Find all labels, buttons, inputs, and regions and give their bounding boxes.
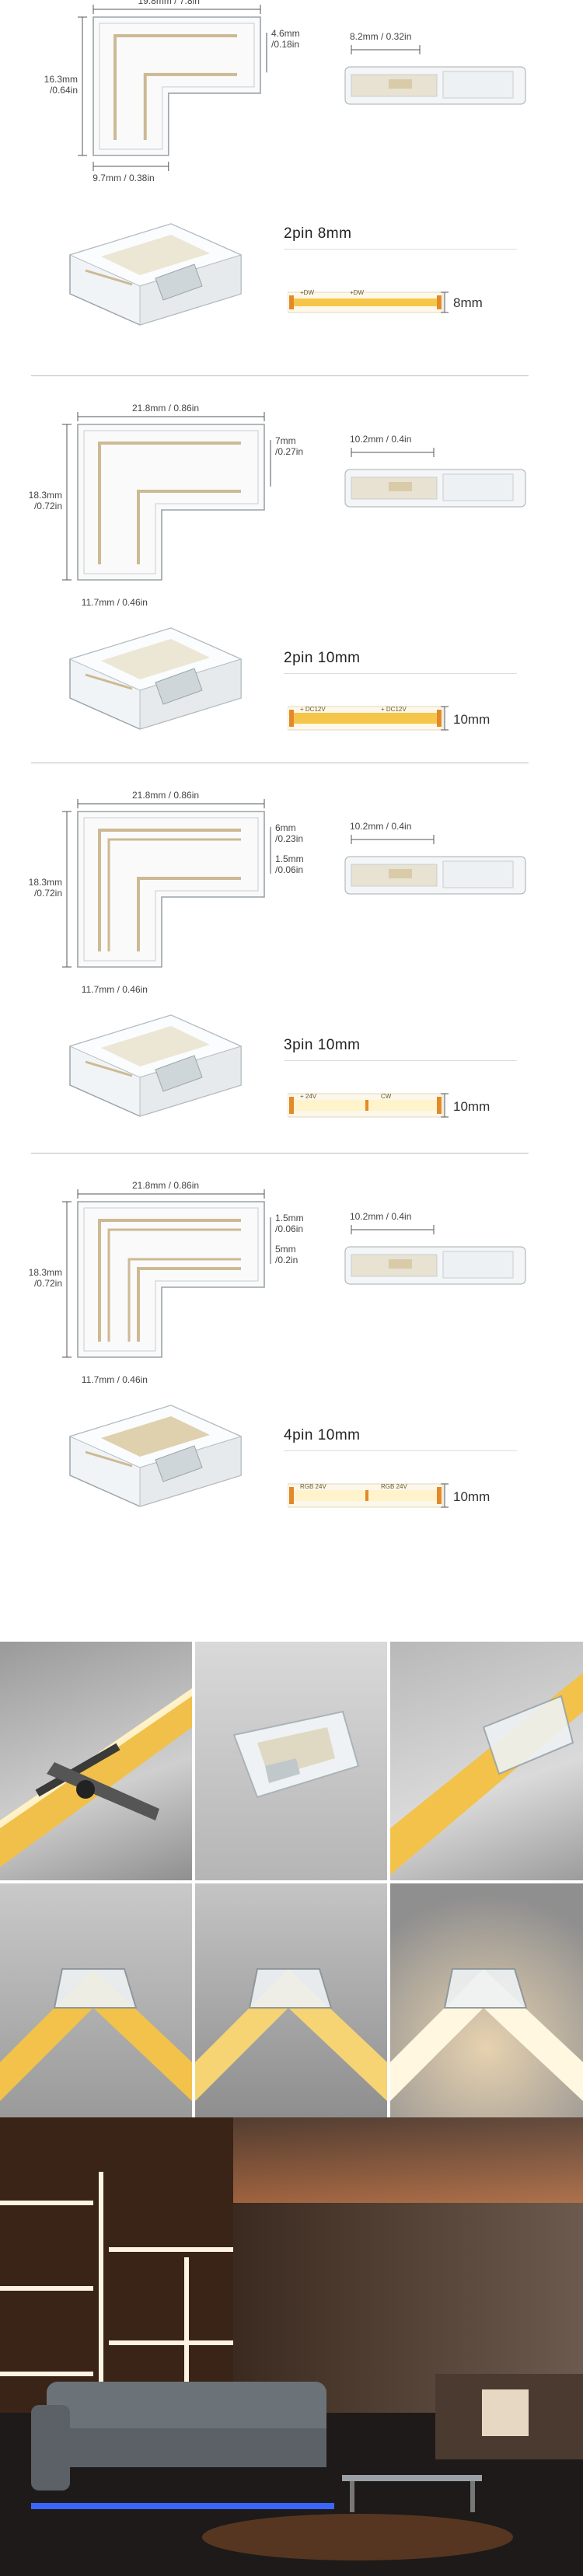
photo-l-joint-dim	[195, 1883, 387, 2117]
width-bracket	[441, 291, 449, 313]
pin-spec-title: 2pin 10mm	[284, 650, 361, 666]
dim-right-a: 1.5mm /0.06in	[275, 1213, 304, 1234]
title-underline	[284, 1450, 517, 1451]
spec-section: 21.8mm / 0.86in 18.3mm /0.72in 11.7mm / …	[0, 1157, 583, 1556]
connector-drawing	[62, 1189, 271, 1358]
spec-section: 19.8mm / 7.8in 16.3mm /0.64in 9.7mm / 0.…	[0, 0, 583, 400]
connector-drawing	[78, 5, 267, 171]
dim-bottom-width: 11.7mm / 0.46in	[81, 984, 148, 995]
strip-tag-right: + DC12V	[381, 706, 407, 713]
width-bracket	[441, 1093, 449, 1118]
photo-l-joint-on	[390, 1883, 583, 2117]
connector-side-view	[344, 835, 526, 895]
dim-right-a: 4.6mm /0.18in	[271, 28, 300, 50]
dim-top-width: 21.8mm / 0.86in	[132, 403, 200, 414]
connector-3d-render	[68, 1405, 243, 1507]
dim-right-a: 7mm /0.27in	[275, 435, 304, 457]
led-strip-illustration	[288, 291, 444, 313]
pin-spec-title: 4pin 10mm	[284, 1427, 361, 1443]
dim-left-height: 18.3mm /0.72in	[28, 877, 62, 899]
dim-top-width: 21.8mm / 0.86in	[132, 790, 200, 801]
dim-bottom-width: 9.7mm / 0.38in	[93, 173, 155, 183]
led-strip-illustration	[288, 1483, 444, 1508]
spec-section: 21.8mm / 0.86in 18.3mm /0.72in 11.7mm / …	[0, 379, 583, 779]
dim-left-height: 18.3mm /0.72in	[28, 490, 62, 511]
dim-bottom-width: 11.7mm / 0.46in	[81, 1374, 148, 1385]
photo-l-joint-off	[0, 1883, 192, 2117]
room-scene-photo	[0, 2117, 583, 2576]
dim-top-width: 19.8mm / 7.8in	[138, 0, 200, 6]
strip-tag-right: CW	[381, 1093, 392, 1100]
pin-spec-title: 2pin 8mm	[284, 225, 352, 242]
title-underline	[284, 1060, 517, 1061]
dim-left-height: 16.3mm /0.64in	[44, 74, 78, 96]
photo-strip-inserted	[390, 1642, 583, 1880]
width-bracket	[441, 1483, 449, 1508]
spec-section: 21.8mm / 0.86in 18.3mm /0.72in 11.7mm / …	[0, 766, 583, 1166]
section-divider	[31, 375, 529, 376]
strip-tag-right: +DW	[350, 289, 364, 296]
photo-cut-strip	[0, 1642, 192, 1880]
width-bracket	[441, 706, 449, 731]
led-strip-illustration	[288, 706, 444, 731]
title-underline	[284, 249, 517, 250]
photo-connector-closeup	[195, 1642, 387, 1880]
connector-drawing	[62, 412, 271, 581]
dim-right-b: 1.5mm /0.06in	[275, 853, 304, 875]
connector-side-view	[344, 448, 526, 508]
pin-spec-title: 3pin 10mm	[284, 1037, 361, 1053]
dim-right-b: 5mm /0.2in	[275, 1244, 298, 1265]
title-underline	[284, 673, 517, 674]
connector-side-view	[344, 45, 526, 105]
dim-left-height: 18.3mm /0.72in	[28, 1267, 62, 1289]
strip-tag-right: RGB 24V	[381, 1483, 407, 1490]
strip-tag-left: +DW	[300, 289, 314, 296]
connector-side-view	[344, 1225, 526, 1285]
strip-width-label: 10mm	[453, 1099, 490, 1114]
strip-width-label: 8mm	[453, 295, 483, 310]
section-divider	[31, 1153, 529, 1154]
dim-side-width: 8.2mm / 0.32in	[350, 31, 412, 42]
dim-side-width: 10.2mm / 0.4in	[350, 821, 412, 832]
strip-tag-left: + 24V	[300, 1093, 317, 1100]
dim-side-width: 10.2mm / 0.4in	[350, 1211, 412, 1222]
dim-bottom-width: 11.7mm / 0.46in	[81, 597, 148, 608]
connector-3d-render	[68, 627, 243, 730]
dim-side-width: 10.2mm / 0.4in	[350, 434, 412, 445]
connector-3d-render	[68, 223, 243, 326]
dim-right-a: 6mm /0.23in	[275, 822, 304, 844]
strip-tag-left: + DC12V	[300, 706, 326, 713]
led-strip-illustration	[288, 1093, 444, 1118]
dim-top-width: 21.8mm / 0.86in	[132, 1180, 200, 1191]
connector-3d-render	[68, 1014, 243, 1117]
strip-width-label: 10mm	[453, 712, 490, 727]
strip-tag-left: RGB 24V	[300, 1483, 326, 1490]
strip-width-label: 10mm	[453, 1489, 490, 1504]
connector-drawing	[62, 799, 271, 968]
